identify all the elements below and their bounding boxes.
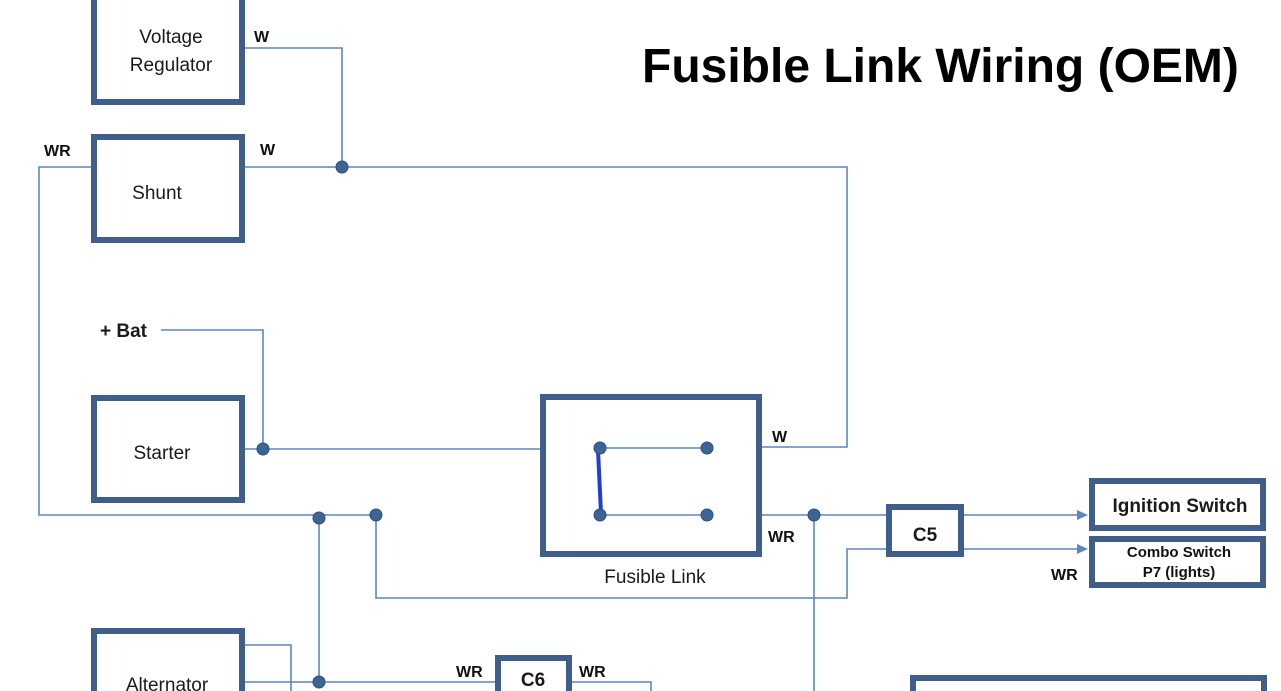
wire-c6-out xyxy=(570,681,652,691)
terminal-node xyxy=(593,441,607,455)
nodes xyxy=(256,160,821,689)
alternator-label: Alternator xyxy=(126,675,209,691)
wire-label-c6-wr-right: WR xyxy=(579,664,606,681)
bat-label: + Bat xyxy=(100,321,148,342)
fusible-link-box xyxy=(540,394,762,557)
voltage-regulator-label-2: Regulator xyxy=(130,55,213,76)
wire-label-c6-wr-left: WR xyxy=(456,664,483,681)
wire-bat xyxy=(161,329,264,449)
voltage-regulator-box xyxy=(91,0,245,105)
wire-label-fl-w: W xyxy=(772,429,788,446)
combo-switch-box xyxy=(1089,536,1266,588)
starter-label: Starter xyxy=(133,443,191,464)
junction-node xyxy=(312,675,326,689)
wire-label-combo-wr: WR xyxy=(1051,567,1078,584)
wire-shunt-wr xyxy=(38,166,376,516)
shunt-box xyxy=(91,134,245,243)
combo-switch-label-2: P7 (lights) xyxy=(1143,564,1216,581)
wire-label-fl-wr: WR xyxy=(768,529,795,546)
terminal-node xyxy=(700,441,714,455)
page-title: Fusible Link Wiring (OEM) xyxy=(642,40,1239,93)
bottom-right-box xyxy=(910,675,1267,691)
fusible-link-internal xyxy=(596,447,707,516)
ignition-switch-box xyxy=(1089,478,1266,531)
combo-switch-label-1: Combo Switch xyxy=(1127,544,1231,561)
c5-label: C5 xyxy=(913,525,938,546)
alternator-box xyxy=(91,628,245,691)
wire-shunt-w-bus xyxy=(244,166,848,448)
wire-label-shunt-w: W xyxy=(260,142,276,159)
junction-node xyxy=(807,508,821,522)
junction-node xyxy=(369,508,383,522)
wire-label-vr-w: W xyxy=(254,29,270,46)
c6-label: C6 xyxy=(521,670,545,691)
wire-alternator xyxy=(244,644,292,691)
wire-node-to-c5 xyxy=(375,515,888,599)
shunt-label: Shunt xyxy=(132,183,182,204)
ignition-switch-label: Ignition Switch xyxy=(1112,496,1247,517)
arrow-combo xyxy=(1077,544,1088,554)
terminal-node xyxy=(593,508,607,522)
wire-label-shunt-wr: WR xyxy=(44,143,71,160)
junction-node xyxy=(256,442,270,456)
fusible-link-element xyxy=(596,449,603,514)
terminal-node xyxy=(700,508,714,522)
voltage-regulator-label-1: Voltage xyxy=(139,27,202,48)
wire-vr-w xyxy=(244,47,343,167)
c5-box xyxy=(886,504,964,557)
wires xyxy=(38,47,1088,691)
junction-node xyxy=(335,160,349,174)
c6-box xyxy=(495,655,572,691)
starter-box xyxy=(91,395,245,503)
arrow-ign xyxy=(1077,510,1088,520)
junction-node xyxy=(312,511,326,525)
fusible-link-label: Fusible Link xyxy=(604,567,706,588)
